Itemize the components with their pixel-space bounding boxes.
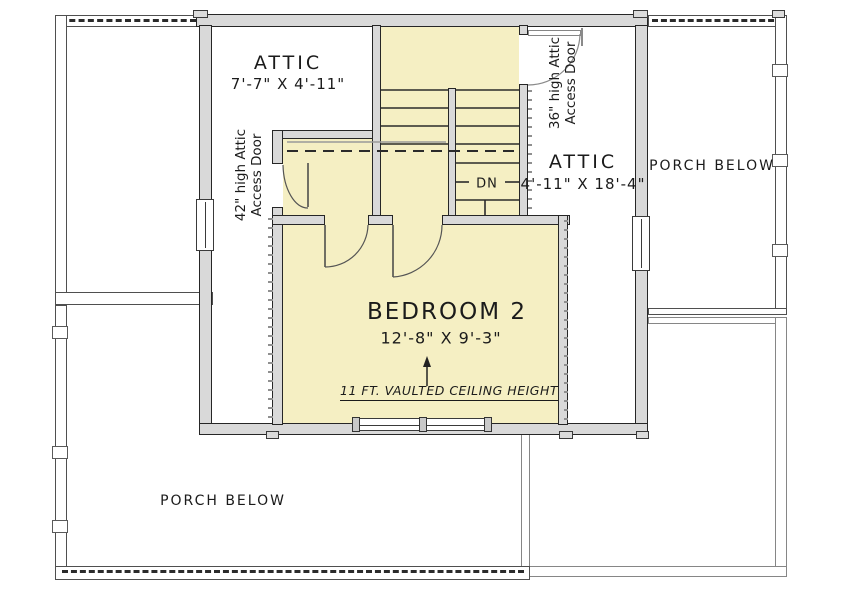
porch-topleft-bottom-wall (55, 292, 213, 305)
wall-hatch (268, 218, 273, 423)
porch-right-label: PORCH BELOW (649, 158, 775, 174)
bedroom-ceiling-note: 11 FT. VAULTED CEILING HEIGHT (340, 383, 558, 401)
pier-marker (193, 10, 208, 18)
pier-marker (633, 10, 648, 18)
window-mullion (419, 417, 427, 432)
window-mullion (484, 417, 492, 432)
wall-bedroom-top-c (442, 215, 570, 225)
porch-right-post (772, 154, 788, 167)
wall-top (196, 14, 648, 27)
porch-topleft-left-wall (55, 15, 67, 305)
porch-right-post (772, 244, 788, 257)
porch-bottomright-top-wall (648, 317, 787, 324)
window-glass-line (205, 202, 206, 248)
porch-bottom-label: PORCH BELOW (160, 493, 286, 509)
pier-marker (266, 431, 279, 439)
bedroom-room-dimensions: 12'-8" X 9'-3" (380, 328, 502, 348)
window-glass-line (641, 219, 642, 268)
wall-hatch (528, 90, 532, 215)
porch-right-bottom-wall (648, 308, 787, 315)
wall-hall-top (275, 130, 378, 139)
attic-door-42-label-line2: Access Door (249, 133, 265, 217)
wall-stair-left (372, 25, 381, 217)
attic-door-42-label-line1: 42" high Attic (232, 128, 249, 222)
porch-bottomright-right-wall (775, 317, 787, 577)
porch-bottomleft-bottom-wall (55, 566, 530, 580)
wall-bedroom-left-upper (272, 130, 283, 164)
wall-bedroom-left-lower (272, 207, 283, 425)
attic2-room-dimensions: 4'-11" X 18'-4" (520, 175, 646, 193)
porch-right-roofline (652, 19, 783, 22)
stair-down-label: DN (476, 176, 498, 192)
wall-stair-right-lower (519, 84, 528, 217)
porch-right-corner-pier (772, 10, 785, 18)
attic-door-42-label: 42" high Attic Access Door (233, 129, 265, 221)
attic1-room-dimensions: 7'-7" X 4'-11" (230, 75, 346, 93)
porch-bottomleft-post (52, 446, 68, 459)
attic-door-36-leaf (528, 30, 581, 36)
window-right-wall (632, 216, 650, 271)
attic1-room-label: ATTIC (253, 52, 323, 74)
attic-door-36-label-line1: 36" high Attic (546, 36, 563, 130)
porch-bottomright-bottom-wall (529, 566, 787, 577)
wall-hatch (564, 220, 568, 420)
pier-marker (636, 431, 649, 439)
porch-topleft-roofline (60, 19, 196, 22)
porch-bottomleft-left-wall (55, 305, 67, 580)
porch-bottomleft-post (52, 326, 68, 339)
pier-marker (559, 431, 573, 439)
porch-divider-wall (521, 433, 530, 573)
wall-bedroom-top-b (368, 215, 393, 225)
hallway-floor (283, 136, 378, 217)
attic-door-36-label-line2: Access Door (563, 41, 579, 125)
bedroom-room-label: BEDROOM 2 (367, 299, 527, 325)
wall-stair-divider (448, 88, 456, 217)
wall-stair-right-upper (519, 25, 528, 35)
porch-right-post (772, 64, 788, 77)
window-mullion (352, 417, 360, 432)
porch-bottomleft-roofline (62, 570, 524, 573)
wall-bedroom-top-a (272, 215, 325, 225)
window-left-wall (196, 199, 214, 251)
attic-door-36-label: 36" high Attic Access Door (547, 37, 579, 129)
porch-bottomleft-post (52, 520, 68, 533)
attic2-room-label: ATTIC (548, 151, 618, 173)
